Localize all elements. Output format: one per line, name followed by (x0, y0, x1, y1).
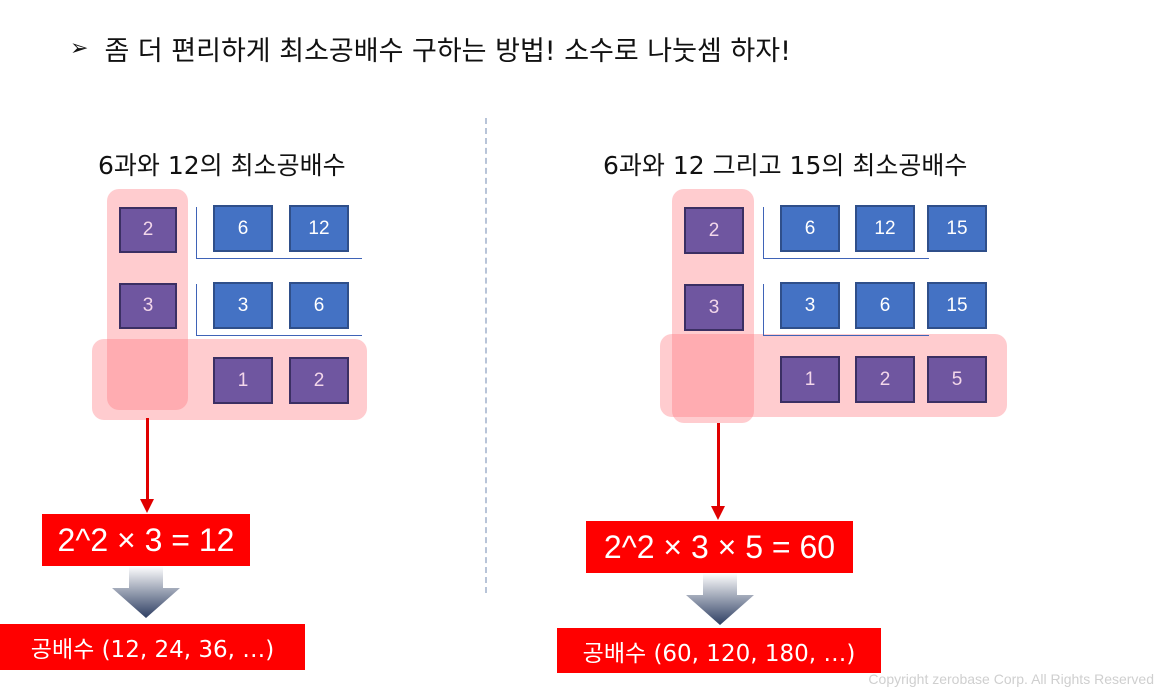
right-number-box: 6 (780, 205, 840, 252)
left-number-box: 3 (213, 282, 273, 329)
right-divisor-box: 3 (684, 284, 744, 331)
left-number-box: 6 (289, 282, 349, 329)
left-divisor-box: 3 (119, 283, 177, 329)
right-divisor-box: 2 (684, 207, 744, 254)
right-quotient-box: 2 (855, 356, 915, 403)
right-quotient-box: 5 (927, 356, 987, 403)
left-flow-arrowhead-icon (140, 499, 154, 513)
section-divider (485, 118, 487, 593)
left-number-box: 6 (213, 205, 273, 252)
right-division-bracket (763, 284, 929, 336)
right-number-box: 15 (927, 205, 987, 252)
left-result-formula: 2^2 × 3 = 12 (42, 514, 250, 566)
left-division-bracket (196, 207, 362, 259)
right-flow-line (717, 423, 720, 507)
right-division-bracket (763, 207, 929, 259)
left-flow-line (146, 418, 149, 500)
down-gradient-arrow-icon (686, 573, 754, 625)
right-number-box: 15 (927, 282, 987, 329)
right-result-formula: 2^2 × 3 × 5 = 60 (586, 521, 853, 573)
slide-title-text: 좀 더 편리하게 최소공배수 구하는 방법! 소수로 나눗셈 하자! (104, 35, 791, 67)
right-subtitle: 6과와 12 그리고 15의 최소공배수 (603, 151, 968, 180)
copyright-footer: Copyright zerobase Corp. All Rights Rese… (868, 671, 1154, 687)
left-division-bracket (196, 284, 362, 336)
left-subtitle: 6과와 12의 최소공배수 (98, 151, 346, 180)
right-number-box: 12 (855, 205, 915, 252)
right-flow-arrowhead-icon (711, 506, 725, 520)
left-quotient-box: 1 (213, 357, 273, 404)
right-quotient-box: 1 (780, 356, 840, 403)
down-gradient-arrow-icon (112, 566, 180, 618)
left-number-box: 12 (289, 205, 349, 252)
slide-title: ➢ 좀 더 편리하게 최소공배수 구하는 방법! 소수로 나눗셈 하자! (70, 28, 791, 68)
left-divisor-box: 2 (119, 207, 177, 253)
arrowhead-bullet-icon: ➢ (70, 35, 89, 61)
right-number-box: 3 (780, 282, 840, 329)
left-common-multiples: 공배수 (12, 24, 36, …) (0, 624, 305, 670)
left-quotient-box: 2 (289, 357, 349, 404)
right-common-multiples: 공배수 (60, 120, 180, …) (557, 628, 881, 673)
right-number-box: 6 (855, 282, 915, 329)
